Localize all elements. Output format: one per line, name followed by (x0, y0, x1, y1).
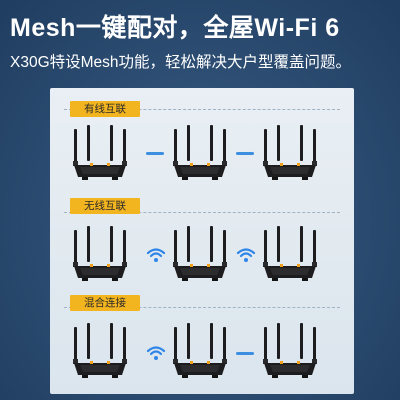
section-label-wired: 有线互联 (70, 101, 140, 117)
subline: X30G特设Mesh功能，轻松解决大户型覆盖问题。 (10, 54, 352, 71)
router-icon (170, 226, 230, 284)
wifi-icon (146, 345, 166, 362)
router-icon (70, 323, 130, 381)
wired-link-line (146, 152, 164, 155)
router-icon (260, 323, 320, 381)
router-icon (70, 226, 130, 284)
section-label-wireless: 无线互联 (70, 198, 140, 214)
router-icon (170, 125, 230, 183)
section-divider-2 (64, 212, 340, 213)
wifi-icon (236, 247, 256, 264)
wired-link-line (236, 352, 254, 355)
section-divider-1 (64, 109, 340, 110)
router-icon (260, 125, 320, 183)
wired-link-line (236, 152, 254, 155)
router-icon (70, 125, 130, 183)
wifi-icon (146, 247, 166, 264)
mesh-panel (50, 88, 354, 394)
router-icon (260, 226, 320, 284)
section-divider-3 (64, 307, 340, 308)
headline: Mesh一键配对，全屋Wi-Fi 6 (10, 14, 340, 42)
section-label-mixed: 混合连接 (70, 295, 140, 311)
router-icon (170, 323, 230, 381)
